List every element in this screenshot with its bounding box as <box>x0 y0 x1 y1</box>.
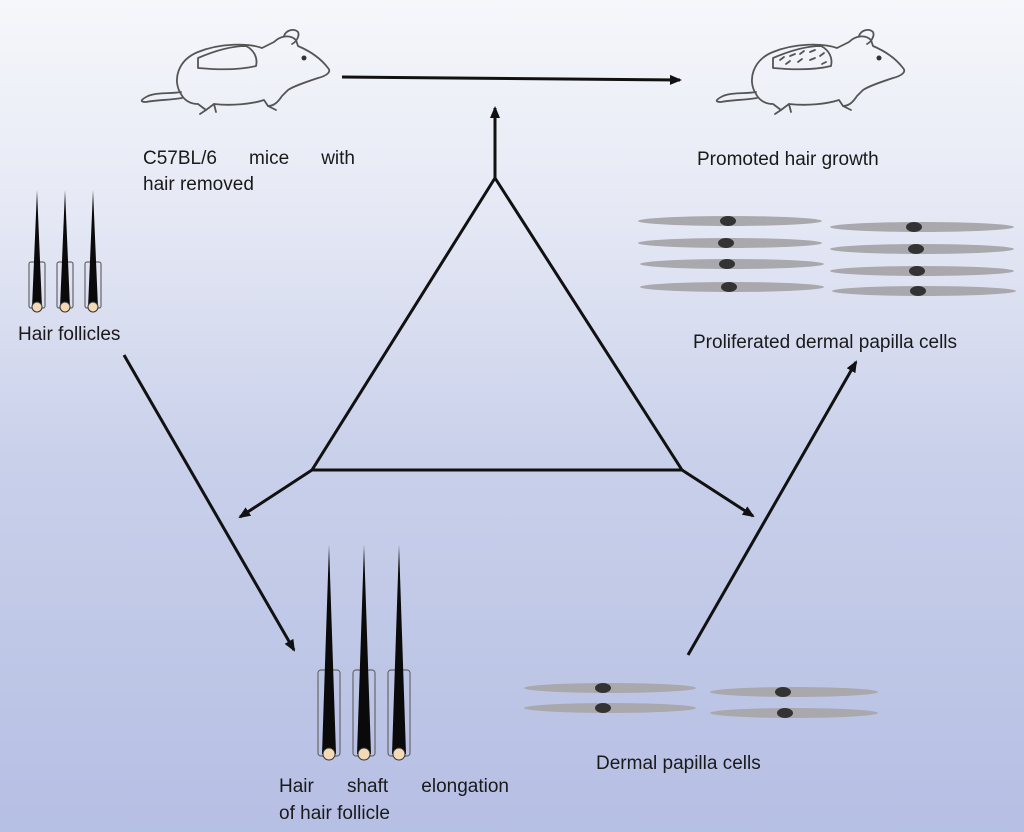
elongated-hair-follicles-icon <box>317 545 411 761</box>
cell <box>832 286 1016 296</box>
mouse-hair-removed-icon <box>140 29 331 115</box>
cell <box>638 216 822 226</box>
cell <box>830 222 1014 232</box>
mouse-hair-grown-icon <box>715 29 906 115</box>
hair-follicles-label: Hair follicles <box>18 324 121 345</box>
mice-label-line2: hair removed <box>143 174 254 195</box>
arrow-follicles-to-elongation <box>122 354 296 652</box>
arrow-dermal-to-proliferated <box>686 360 858 656</box>
arrow-mice-to-growth <box>341 74 682 85</box>
cell <box>640 259 824 269</box>
cell <box>710 687 878 697</box>
arrow-down-left <box>238 468 313 519</box>
cell <box>524 683 696 693</box>
promoted-growth-label: Promoted hair growth <box>697 149 879 170</box>
central-triangle <box>309 175 685 472</box>
mice-label-line1: C57BL/6 mice with <box>143 148 355 169</box>
arrow-down-right <box>681 468 755 518</box>
elongation-label-line2: of hair follicle <box>279 803 390 824</box>
elongation-label-line1: Hair shaft elongation <box>279 776 509 797</box>
cell <box>638 238 822 248</box>
proliferated-cells-label: Proliferated dermal papilla cells <box>693 332 958 353</box>
hair-follicles-icon <box>28 190 102 313</box>
proliferated-cells-icon <box>638 216 1016 296</box>
cell <box>640 282 824 292</box>
cell <box>524 703 696 713</box>
cell <box>710 708 878 718</box>
dermal-cells-label: Dermal papilla cells <box>596 753 761 774</box>
dermal-cells-icon <box>524 683 878 718</box>
cell <box>830 266 1014 276</box>
cell <box>830 244 1014 254</box>
